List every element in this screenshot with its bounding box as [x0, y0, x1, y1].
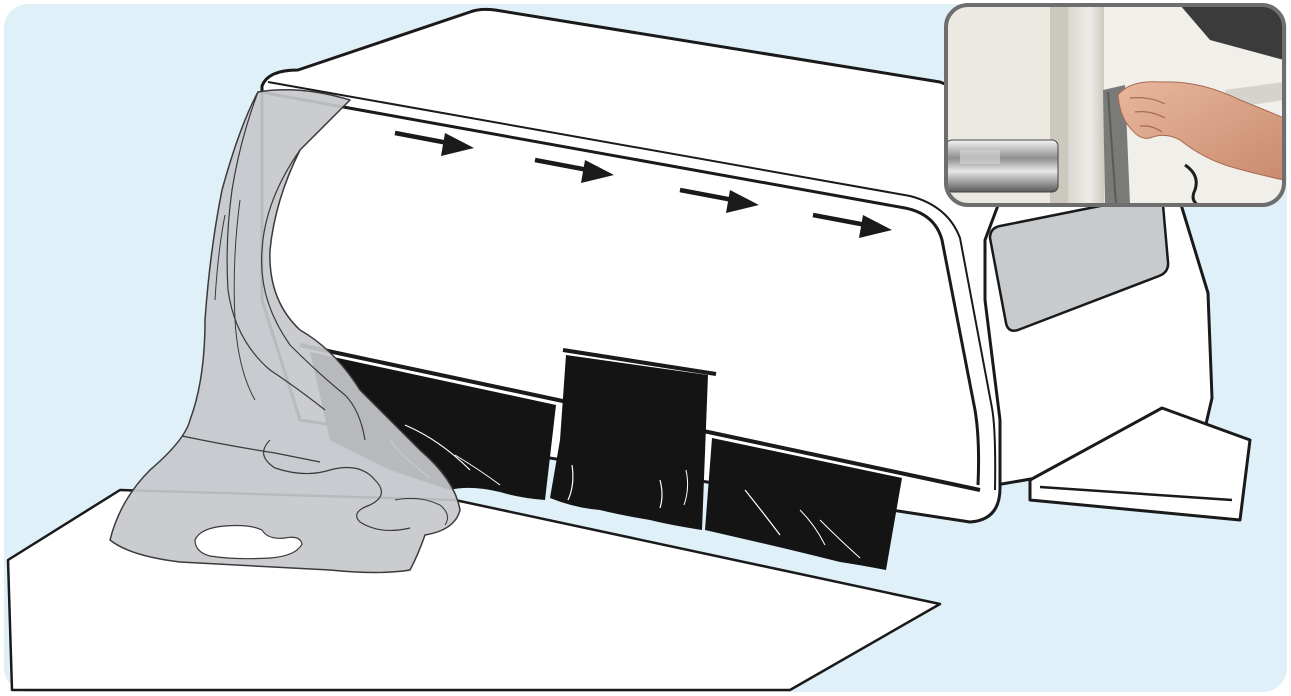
door-handle: [946, 140, 1058, 192]
inset-photo: [946, 5, 1284, 205]
